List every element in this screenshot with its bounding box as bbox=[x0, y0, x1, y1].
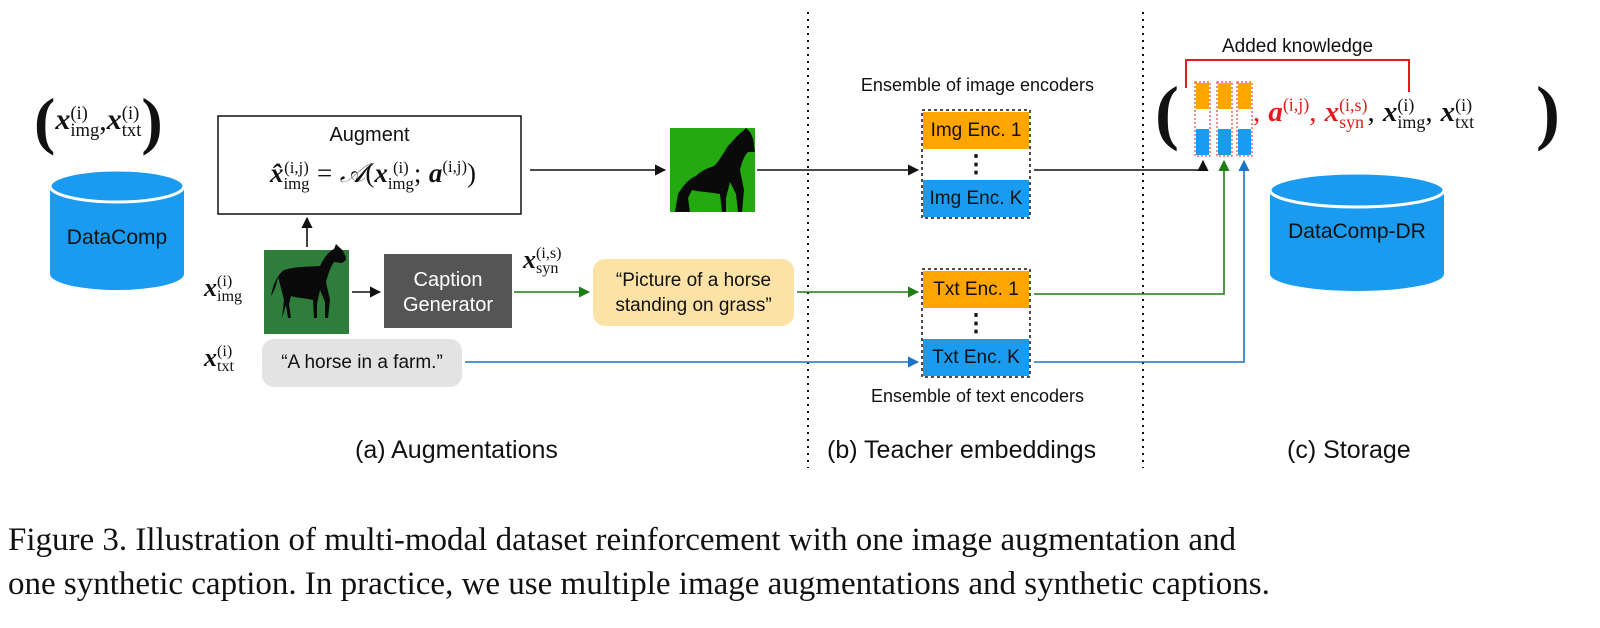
datacomp-tuple: (x(i)img,x(i)txt) bbox=[34, 84, 163, 158]
tuple-comma: , bbox=[99, 104, 107, 137]
image-ensemble-label: Ensemble of image encoders bbox=[860, 75, 1095, 95]
figure-caption: Figure 3. Illustration of multi-modal da… bbox=[8, 518, 1598, 606]
x-img-input-label: x(i)img bbox=[204, 273, 243, 306]
storage-tuple: , a(i,j), x(i,s)syn, x(i)img, x(i)txt bbox=[1253, 94, 1475, 133]
storage-big-rparen: ) bbox=[1536, 72, 1560, 152]
datacomp-dr-cylinder bbox=[1268, 171, 1446, 291]
section-c-label: (c) Storage bbox=[1287, 436, 1411, 464]
augment-equation: x̂(i,j)img = 𝒜(x(i)img; a(i,j)) bbox=[269, 157, 477, 193]
datacomp-cylinder bbox=[48, 168, 186, 290]
arrow-img-enc-to-storage bbox=[1034, 159, 1209, 172]
augment-box bbox=[217, 115, 522, 215]
img-enc-1-label: Img Enc. 1 bbox=[930, 119, 1022, 141]
x-img-symbol: x(i)img bbox=[55, 102, 100, 142]
tuple-rparen: ) bbox=[141, 85, 163, 156]
section-b-label: (b) Teacher embeddings bbox=[827, 436, 1097, 464]
synthetic-caption-text: “Picture of a horse standing on grass” bbox=[615, 270, 772, 316]
a-ij-symbol: a(i,j) bbox=[1268, 94, 1310, 128]
arrow-txt-enc-to-storage bbox=[1034, 159, 1230, 295]
text-ensemble-label: Ensemble of text encoders bbox=[870, 386, 1085, 406]
figure-caption-line-1: Figure 3. Illustration of multi-modal da… bbox=[8, 522, 1236, 558]
text-encoder-ensemble bbox=[921, 268, 1031, 378]
x-syn-symbol: x(i,s)syn bbox=[1324, 95, 1368, 133]
txt-enc-dots: ⋮ bbox=[964, 309, 988, 337]
txt-enc-k-label: Txt Enc. K bbox=[932, 346, 1020, 368]
figure-caption-line-2: one synthetic caption. In practice, we u… bbox=[8, 566, 1270, 602]
arrow-txt-enc-k-to-storage bbox=[1034, 159, 1250, 363]
datacomp-dr-label: DataComp-DR bbox=[1288, 220, 1426, 243]
x-txt-symbol: x(i)txt bbox=[106, 102, 142, 142]
image-encoder-ensemble bbox=[921, 109, 1031, 219]
text-caption-text: “A horse in a farm.” bbox=[281, 352, 443, 373]
augmented-horse-image bbox=[670, 128, 755, 212]
x-txt-input-label: x(i)txt bbox=[204, 343, 235, 376]
storage-x-img-symbol: x(i)img bbox=[1382, 95, 1426, 133]
txt-enc-1-label: Txt Enc. 1 bbox=[933, 278, 1019, 300]
text-caption-box bbox=[262, 339, 462, 387]
img-enc-dots: ⋮ bbox=[964, 150, 988, 178]
embedding-bar-2 bbox=[1216, 81, 1233, 157]
embedding-bar-1 bbox=[1194, 81, 1211, 157]
datacomp-label: DataComp bbox=[66, 226, 168, 249]
section-a-label: (a) Augmentations bbox=[355, 436, 558, 464]
caption-generator-label: Caption Generator bbox=[402, 269, 494, 316]
added-knowledge-bracket bbox=[1185, 59, 1410, 92]
augment-title: Augment bbox=[329, 124, 410, 146]
added-knowledge-label: Added knowledge bbox=[1221, 36, 1374, 57]
embedding-bar-3 bbox=[1236, 81, 1253, 157]
tuple-lparen: ( bbox=[34, 85, 56, 156]
original-horse-image bbox=[264, 244, 349, 334]
img-enc-k-label: Img Enc. K bbox=[929, 187, 1023, 209]
storage-big-lparen: ( bbox=[1155, 72, 1179, 152]
synthetic-caption-box bbox=[593, 259, 794, 326]
x-syn-label: x(i,s)syn bbox=[523, 245, 562, 278]
storage-x-txt-symbol: x(i)txt bbox=[1440, 95, 1475, 133]
caption-generator-box bbox=[384, 254, 512, 328]
